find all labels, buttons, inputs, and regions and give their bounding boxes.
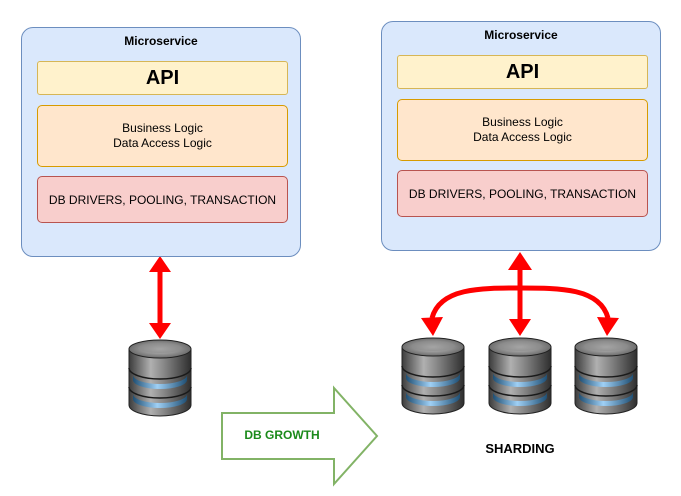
db-drivers-layer: DB DRIVERS, POOLING, TRANSACTION xyxy=(37,176,288,223)
microservice-title: Microservice xyxy=(124,34,198,48)
data-access-logic-label: Data Access Logic xyxy=(113,136,212,150)
microservice-title: Microservice xyxy=(484,28,558,42)
data-access-logic-label: Data Access Logic xyxy=(473,130,572,144)
database-icon xyxy=(488,337,552,415)
business-logic-layer: Business Logic Data Access Logic xyxy=(37,105,288,167)
db-growth-label: DB GROWTH xyxy=(244,428,320,442)
sharding-arrowheads xyxy=(421,252,619,336)
microservice-left: Microservice API Business Logic Data Acc… xyxy=(21,27,301,257)
db-drivers-layer: DB DRIVERS, POOLING, TRANSACTION xyxy=(397,170,648,217)
business-logic-label: Business Logic xyxy=(122,121,203,135)
left-connector-arrow xyxy=(149,256,171,339)
api-layer: API xyxy=(37,61,288,95)
db-growth-arrow-shape xyxy=(221,385,379,487)
sharding-connector-arrows xyxy=(429,266,611,322)
microservice-right: Microservice API Business Logic Data Acc… xyxy=(381,21,661,251)
business-logic-label: Business Logic xyxy=(482,115,563,129)
business-logic-layer: Business Logic Data Access Logic xyxy=(397,99,648,161)
api-layer: API xyxy=(397,55,648,89)
database-icon xyxy=(574,337,638,415)
sharding-label: SHARDING xyxy=(485,441,555,456)
database-icon xyxy=(401,337,465,415)
database-icon xyxy=(128,339,192,417)
